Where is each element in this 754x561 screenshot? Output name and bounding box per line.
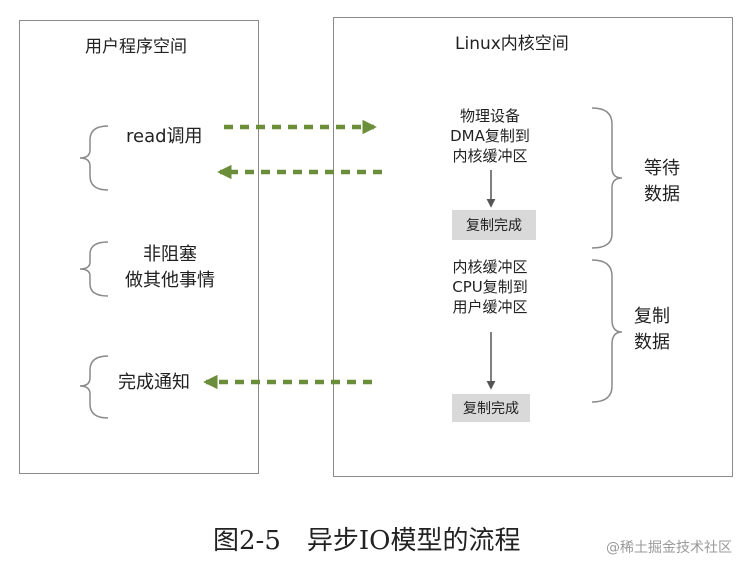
watermark: @稀土掘金技术社区 [606,540,732,556]
brace-wait-data [591,107,623,249]
wait-data-line1: 等待 [644,158,680,179]
read-call-label: read调用 [126,126,203,147]
copy-data-line2: 数据 [634,332,670,353]
kernel-phase1-line2: DMA复制到 [450,127,530,145]
kernel-phase2-line2: CPU复制到 [452,278,528,296]
kernel-phase2-line3: 用户缓冲区 [452,298,528,316]
non-blocking-line1: 非阻塞 [143,244,197,265]
kernel-space-title: Linux内核空间 [455,34,569,54]
user-space-panel [19,20,259,474]
kernel-phase2-line1: 内核缓冲区 [452,258,528,276]
kernel-phase1-line3: 内核缓冲区 [452,147,528,165]
brace-read-call [79,125,109,191]
copy-done-box-2: 复制完成 [452,394,530,422]
user-space-title: 用户程序空间 [85,37,187,57]
wait-data-line2: 数据 [644,184,680,205]
kernel-space-panel [333,17,733,477]
non-blocking-line2: 做其他事情 [125,270,215,291]
brace-completion [79,355,109,419]
brace-non-blocking [79,241,109,297]
brace-copy-data [591,259,623,403]
copy-done-box-1: 复制完成 [452,210,536,240]
kernel-phase1-line1: 物理设备 [459,107,520,125]
figure-caption: 图2-5 异步IO模型的流程 [213,526,521,556]
copy-data-line1: 复制 [634,306,670,327]
completion-notice-label: 完成通知 [118,372,190,393]
